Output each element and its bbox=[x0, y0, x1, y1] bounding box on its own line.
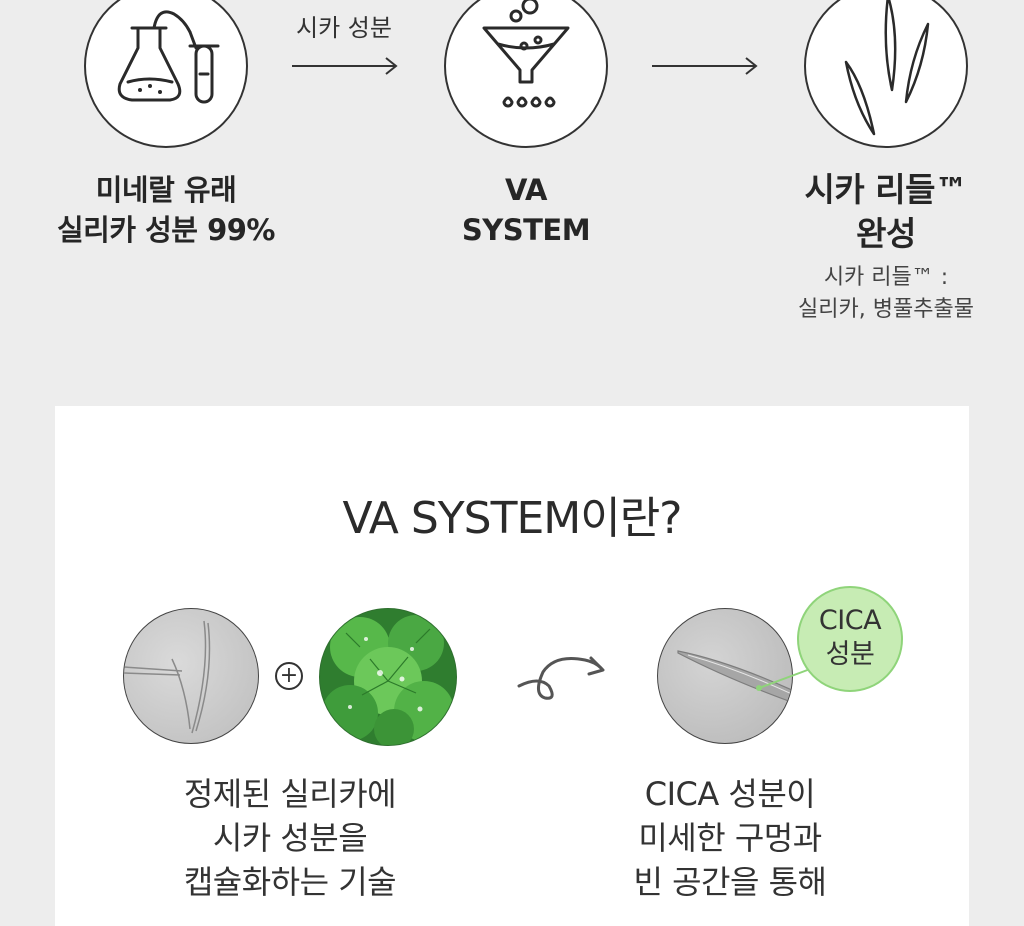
section-title: VA SYSTEM이란? bbox=[55, 482, 969, 546]
right-desc-line3: 빈 공간을 통해 bbox=[555, 860, 905, 904]
cica-badge-line1: CICA bbox=[799, 604, 901, 638]
va-system-card: VA SYSTEM이란? + bbox=[55, 406, 969, 926]
cica-badge-line2: 성분 bbox=[799, 638, 901, 672]
plus-symbol: + bbox=[280, 663, 298, 688]
silica-spicule-photo bbox=[123, 608, 259, 744]
step3-note-line1: 시카 리들™ : bbox=[770, 262, 1002, 294]
step3-title-line2: 완성 bbox=[770, 212, 1002, 256]
flow-arrow-2 bbox=[650, 56, 762, 76]
step2-circle bbox=[444, 0, 608, 148]
arrow1-label: 시카 성분 bbox=[270, 8, 418, 43]
left-desc-line2: 시카 성분을 bbox=[115, 816, 465, 860]
step1-title-line2: 실리카 성분 99% bbox=[40, 210, 292, 250]
step1-title-line1: 미네랄 유래 bbox=[40, 170, 292, 210]
step1-circle bbox=[84, 0, 248, 148]
step2-title: VA SYSTEM bbox=[420, 170, 632, 250]
step1-title: 미네랄 유래 실리카 성분 99% bbox=[40, 170, 292, 250]
filter-funnel-icon bbox=[446, 0, 606, 146]
step3-title: 시카 리들™ 완성 bbox=[770, 168, 1002, 256]
needle-spicule-icon bbox=[806, 0, 966, 146]
flow-arrow-1 bbox=[290, 56, 402, 76]
step3-note-line2: 실리카, 병풀추출물 bbox=[770, 294, 1002, 326]
step2-title-line2: SYSTEM bbox=[420, 210, 632, 250]
left-desc-line3: 캡슐화하는 기술 bbox=[115, 860, 465, 904]
lab-flask-icon bbox=[86, 0, 246, 146]
plus-circle-icon: + bbox=[275, 662, 303, 690]
step2-title-line1: VA bbox=[420, 170, 632, 210]
step3-note: 시카 리들™ : 실리카, 병풀추출물 bbox=[770, 262, 1002, 326]
right-description: CICA 성분이 미세한 구멍과 빈 공간을 통해 bbox=[555, 772, 905, 904]
cica-badge: CICA 성분 bbox=[797, 586, 903, 692]
left-description: 정제된 실리카에 시카 성분을 캡슐화하는 기술 bbox=[115, 772, 465, 904]
curly-arrow-icon bbox=[515, 646, 611, 702]
centella-leaf-photo bbox=[319, 608, 457, 746]
right-desc-line2: 미세한 구멍과 bbox=[555, 816, 905, 860]
step3-title-line1: 시카 리들™ bbox=[770, 168, 1002, 212]
right-desc-line1: CICA 성분이 bbox=[555, 772, 905, 816]
step3-circle bbox=[804, 0, 968, 148]
left-desc-line1: 정제된 실리카에 bbox=[115, 772, 465, 816]
